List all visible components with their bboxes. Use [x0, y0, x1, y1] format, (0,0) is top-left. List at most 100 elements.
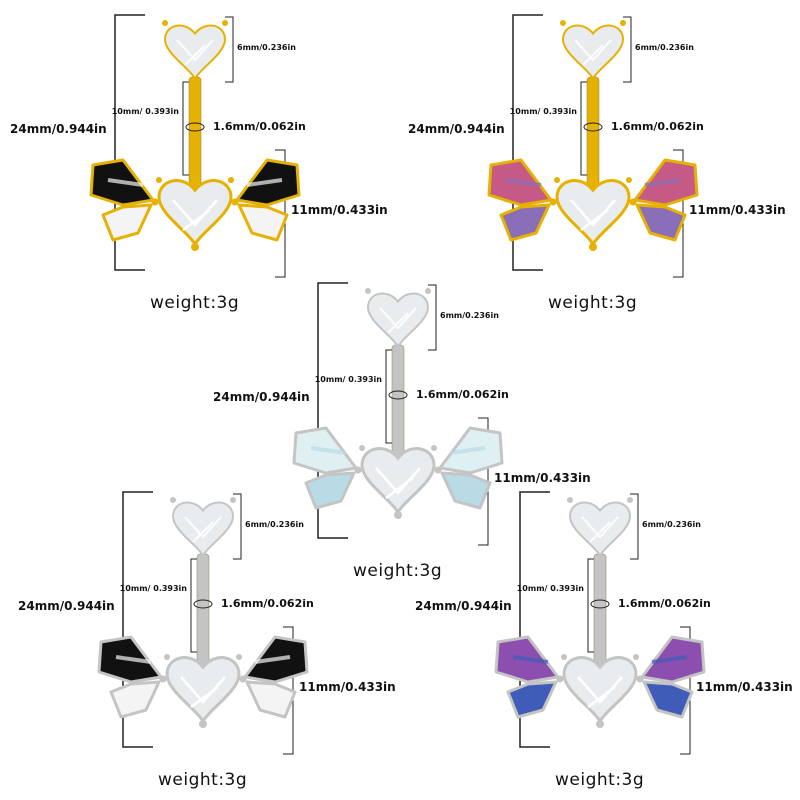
bar-length-bracket — [182, 81, 189, 176]
jewelry-illustration — [292, 282, 504, 546]
bar-length-label: 10mm/ 0.393in — [509, 107, 577, 116]
weight-label: weight:3g — [353, 561, 443, 581]
bar-length-label: 10mm/ 0.393in — [516, 584, 584, 593]
jewelry-shape — [230, 497, 236, 503]
top-heart-gem — [171, 501, 235, 558]
total-length-bracket — [317, 282, 348, 539]
gauge-label: 1.6mm/0.062in — [611, 120, 704, 133]
jewelry-shape — [180, 676, 226, 709]
jewelry-shape — [499, 203, 551, 242]
jewelry-shape — [228, 177, 234, 183]
gauge-ring-icon — [193, 599, 213, 609]
jewelry-shape — [164, 654, 170, 660]
total-length-bracket — [519, 491, 550, 748]
bar-length-bracket — [385, 349, 392, 444]
jewelry-shape — [199, 720, 207, 728]
jewelry-shape — [642, 680, 694, 719]
total-length-bracket — [114, 14, 145, 271]
jewelry-shape — [365, 288, 371, 294]
barbell-bar — [196, 553, 210, 675]
total-length-label: 24mm/0.944in — [10, 122, 107, 136]
jewelry-shape — [554, 177, 560, 183]
top-stone-bracket — [233, 493, 242, 560]
charm-heart-gem — [555, 179, 631, 248]
barbell-bar — [593, 553, 607, 675]
weight-label: weight:3g — [150, 293, 240, 313]
top-stone-size-label: 6mm/0.236in — [440, 311, 499, 320]
jewelry-shape — [109, 680, 161, 719]
charm-heart-gem — [165, 656, 241, 725]
total-length-label: 24mm/0.944in — [408, 122, 505, 136]
butterfly-wing — [292, 426, 365, 510]
jewelry-shape — [394, 511, 402, 519]
jewelry-shape — [170, 497, 176, 503]
jewelry-shape — [159, 675, 167, 683]
jewelry-shape — [506, 680, 558, 719]
top-stone-size-label: 6mm/0.236in — [642, 520, 701, 529]
jewelry-illustration — [97, 491, 309, 755]
jewelry-shape — [633, 654, 639, 660]
bar-length-label: 10mm/ 0.393in — [119, 584, 187, 593]
total-length-label: 24mm/0.944in — [415, 599, 512, 613]
gauge-label: 1.6mm/0.062in — [416, 388, 509, 401]
jewelry-shape — [236, 654, 242, 660]
jewelry-shape — [184, 516, 222, 543]
butterfly-wing — [228, 158, 301, 242]
jewelry-shape — [172, 199, 218, 232]
bar-length-bracket — [580, 81, 587, 176]
jewelry-shape — [570, 199, 616, 232]
top-heart-gem — [366, 292, 430, 349]
jewelry-shape — [156, 177, 162, 183]
top-stone-size-label: 6mm/0.236in — [245, 520, 304, 529]
jewelry-shape — [589, 243, 597, 251]
barbell-bar — [586, 76, 600, 198]
charm-height-label: 11mm/0.433in — [689, 203, 786, 217]
total-length-bracket — [122, 491, 153, 748]
total-length-label: 24mm/0.944in — [18, 599, 115, 613]
jewelry-shape — [440, 471, 492, 510]
butterfly-wing — [626, 158, 699, 242]
jewelry-shape — [635, 203, 687, 242]
jewelry-shape — [354, 466, 362, 474]
jewelry-shape — [549, 198, 557, 206]
top-stone-bracket — [623, 16, 632, 83]
gauge-label: 1.6mm/0.062in — [618, 597, 711, 610]
gauge-ring-icon — [388, 390, 408, 400]
charm-height-label: 11mm/0.433in — [494, 471, 591, 485]
jewelry-shape — [222, 20, 228, 26]
gauge-label: 1.6mm/0.062in — [213, 120, 306, 133]
jewelry-shape — [629, 198, 637, 206]
jewelry-shape — [505, 178, 542, 227]
top-stone-size-label: 6mm/0.236in — [635, 43, 694, 52]
jewelry-shape — [626, 177, 632, 183]
jewelry-illustration — [494, 491, 706, 755]
total-length-label: 24mm/0.944in — [213, 390, 310, 404]
jewelry-shape — [425, 288, 431, 294]
top-stone-bracket — [630, 493, 639, 560]
jewelry-shape — [431, 445, 437, 451]
jewelry-shape — [434, 466, 442, 474]
charm-height-label: 11mm/0.433in — [299, 680, 396, 694]
top-stone-bracket — [225, 16, 234, 83]
jewelry-shape — [231, 198, 239, 206]
bar-length-bracket — [587, 558, 594, 653]
jewelry-shape — [304, 471, 356, 510]
butterfly-wing — [97, 635, 170, 719]
gauge-ring-icon — [185, 122, 205, 132]
charm-heart-gem — [157, 179, 233, 248]
jewelry-shape — [596, 720, 604, 728]
jewelry-shape — [449, 446, 486, 495]
jewelry-shape — [620, 20, 626, 26]
jewelry-shape — [310, 446, 347, 495]
gauge-ring-icon — [583, 122, 603, 132]
jewelry-shape — [627, 497, 633, 503]
jewelry-shape — [560, 20, 566, 26]
jewelry-shape — [239, 675, 247, 683]
butterfly-wing — [633, 635, 706, 719]
butterfly-wing — [487, 158, 560, 242]
total-length-bracket — [512, 14, 543, 271]
weight-label: weight:3g — [555, 770, 645, 790]
top-stone-bracket — [428, 284, 437, 351]
top-heart-gem — [561, 24, 625, 81]
bar-length-bracket — [190, 558, 197, 653]
